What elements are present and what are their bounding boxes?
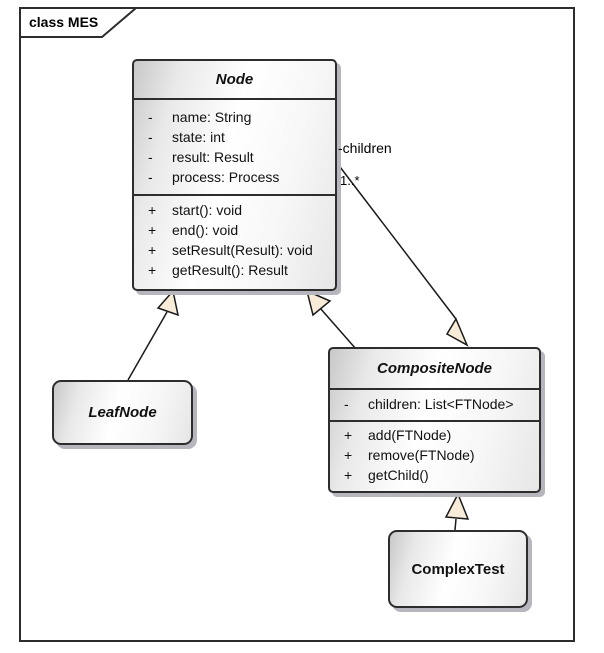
- method-text: getChild(): [368, 467, 429, 483]
- class-title: Node: [215, 71, 254, 88]
- frame-tab: class MES: [19, 7, 139, 39]
- generalization-compositenode-to-node-line[interactable]: [319, 307, 357, 350]
- association-multiplicity-label: 1..*: [340, 173, 360, 188]
- attribute-row: - state: int: [134, 127, 335, 147]
- generalization-arrowhead-leafnode-icon: [156, 289, 180, 317]
- attribute-text: name: String: [172, 109, 252, 125]
- attribute-row: - children: List<FTNode>: [330, 394, 539, 414]
- method-row: + getResult(): Result: [134, 260, 335, 280]
- class-box-complextest[interactable]: ComplexTest: [388, 530, 528, 608]
- class-title: CompositeNode: [376, 360, 492, 377]
- method-text: start(): void: [172, 202, 243, 218]
- visibility-marker: +: [148, 222, 157, 238]
- generalization-leafnode-to-node-line[interactable]: [127, 311, 168, 381]
- visibility-marker: -: [344, 396, 349, 412]
- method-row: + remove(FTNode): [330, 445, 539, 465]
- generalization-complextest-to-compositenode-line[interactable]: [454, 518, 457, 531]
- visibility-marker: -: [148, 129, 153, 145]
- visibility-marker: +: [344, 447, 353, 463]
- method-text: remove(FTNode): [368, 447, 475, 463]
- visibility-marker: -: [148, 149, 153, 165]
- visibility-marker: -: [148, 169, 153, 185]
- attributes-section: - name: String - state: int - result: Re…: [134, 98, 335, 194]
- method-row: + setResult(Result): void: [134, 240, 335, 260]
- method-row: + add(FTNode): [330, 425, 539, 445]
- attribute-row: - name: String: [134, 107, 335, 127]
- attribute-row: - result: Result: [134, 147, 335, 167]
- frame-tab-shape: [19, 7, 139, 38]
- frame-tab-label: class MES: [29, 14, 99, 30]
- methods-section: + add(FTNode) + remove(FTNode) + getChil…: [330, 420, 539, 491]
- attribute-text: state: int: [172, 129, 225, 145]
- attribute-text: process: Process: [172, 169, 280, 185]
- visibility-marker: +: [148, 202, 157, 218]
- attribute-text: result: Result: [172, 149, 254, 165]
- association-children-line[interactable]: [336, 162, 457, 320]
- visibility-marker: +: [344, 467, 353, 483]
- attributes-section: - children: List<FTNode>: [330, 388, 539, 420]
- methods-section: + start(): void + end(): void + setResul…: [134, 194, 335, 289]
- visibility-marker: +: [148, 262, 157, 278]
- attribute-row: - process: Process: [134, 167, 335, 187]
- generalization-arrowhead-complextest-icon: [444, 492, 470, 520]
- visibility-marker: +: [148, 242, 157, 258]
- generalization-arrowhead-compositenode-icon: [305, 289, 332, 317]
- class-title: ComplexTest: [411, 560, 505, 578]
- method-row: + end(): void: [134, 220, 335, 240]
- class-box-leafnode[interactable]: LeafNode: [52, 380, 193, 445]
- class-box-compositenode[interactable]: CompositeNode - children: List<FTNode> +…: [328, 347, 541, 493]
- association-role-label: -children: [338, 140, 392, 156]
- method-text: add(FTNode): [368, 427, 452, 443]
- method-row: + getChild(): [330, 465, 539, 485]
- method-text: getResult(): Result: [172, 262, 288, 278]
- class-title: LeafNode: [88, 404, 157, 421]
- association-arrowhead-icon: [445, 317, 469, 347]
- method-text: end(): void: [172, 222, 239, 238]
- method-row: + start(): void: [134, 200, 335, 220]
- attribute-text: children: List<FTNode>: [368, 396, 514, 412]
- visibility-marker: +: [344, 427, 353, 443]
- method-text: setResult(Result): void: [172, 242, 313, 258]
- class-box-node[interactable]: Node - name: String - state: int - resul…: [132, 59, 337, 291]
- visibility-marker: -: [148, 109, 153, 125]
